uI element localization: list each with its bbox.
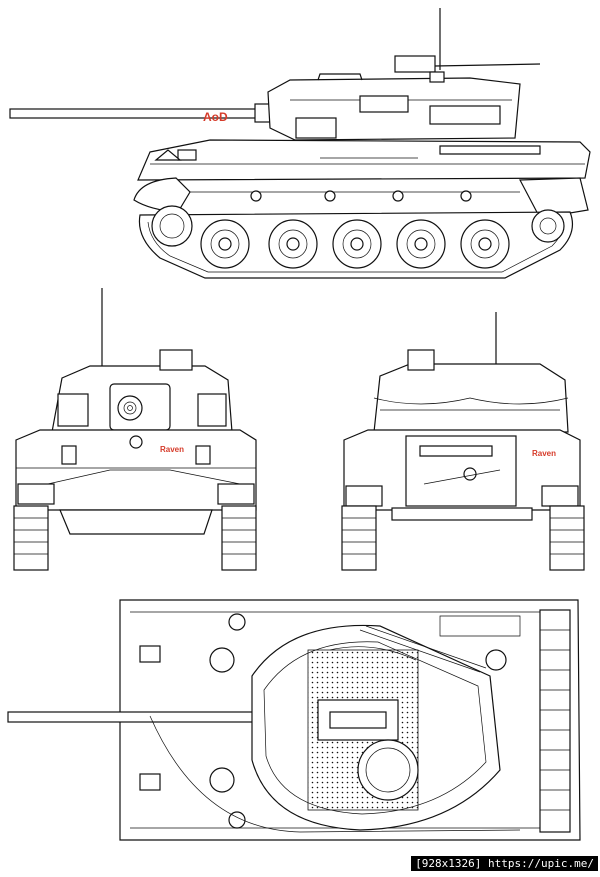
front-left-headlight — [61, 445, 77, 465]
side-view: AoD — [9, 8, 591, 279]
side-idler-wheel — [531, 209, 565, 243]
side-drive-sprocket — [151, 205, 193, 247]
front-right-headlight — [195, 445, 211, 465]
side-machine-gun — [394, 55, 436, 73]
side-front-fender — [133, 177, 191, 213]
side-return-rollers — [250, 190, 472, 202]
side-road-wheels — [200, 219, 510, 269]
rear-view: Raven — [341, 312, 585, 571]
front-right-track — [221, 505, 257, 571]
rear-left-track — [341, 505, 377, 571]
top-view — [7, 599, 581, 841]
front-left-track — [13, 505, 49, 571]
image-host-watermark: [928x1326] https://upic.me/ — [411, 856, 598, 871]
top-driver-hatch — [209, 647, 235, 673]
front-gun-mantlet — [117, 395, 143, 421]
top-codriver-hatch — [209, 767, 235, 793]
side-view-tag: AoD — [203, 110, 228, 124]
front-view: Raven — [13, 288, 257, 571]
top-commander-hatch — [357, 739, 419, 801]
front-view-tag: Raven — [160, 445, 184, 454]
rear-right-track — [549, 505, 585, 571]
front-lower-glacis — [59, 509, 213, 535]
side-rear-fender — [519, 177, 589, 219]
side-gun-barrel — [9, 108, 273, 119]
rear-view-tag: Raven — [532, 449, 556, 458]
top-gun-barrel — [7, 711, 265, 723]
top-engine-grille — [539, 609, 571, 833]
